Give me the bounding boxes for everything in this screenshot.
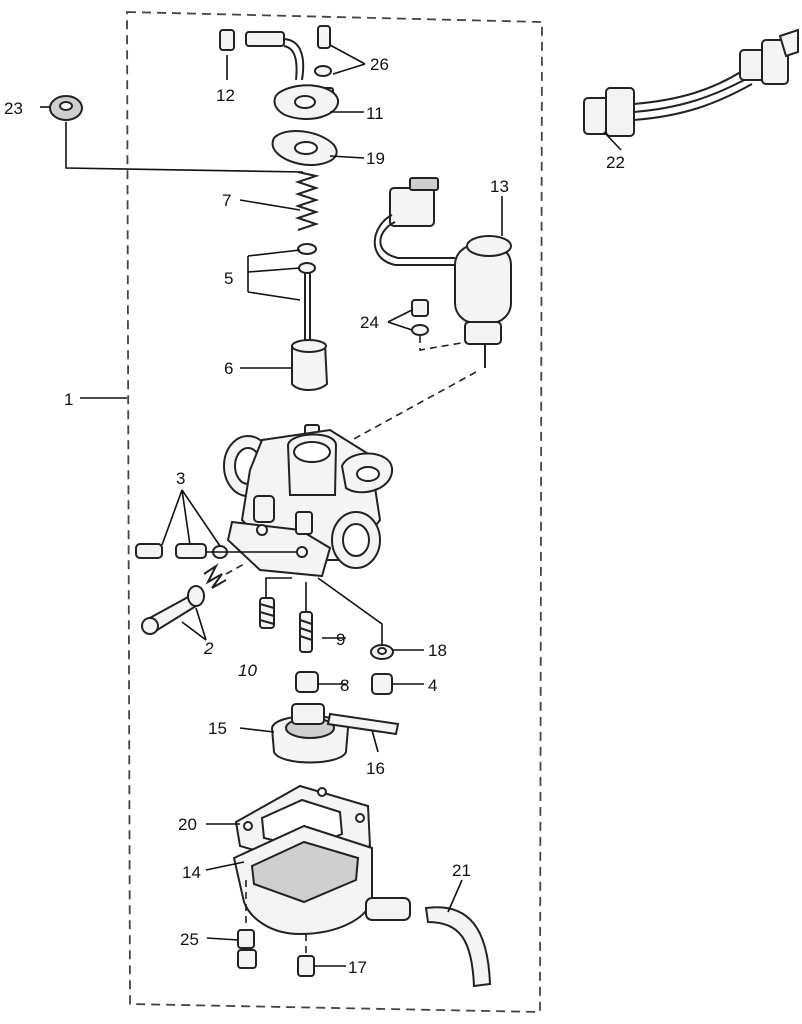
callout-4: 4 xyxy=(428,676,437,695)
callout-1: 1 xyxy=(64,390,73,409)
callout-24: 24 xyxy=(360,313,379,332)
callout-21: 21 xyxy=(452,861,471,880)
part-5-clips xyxy=(297,243,317,340)
callout-16: 16 xyxy=(366,759,385,778)
part-24-screw xyxy=(411,299,468,351)
callout-13: 13 xyxy=(490,177,509,196)
part-19-gasket xyxy=(271,130,338,166)
callout-22: 22 xyxy=(606,153,625,172)
part-16-float-pin xyxy=(326,712,400,736)
callout-25: 25 xyxy=(180,930,199,949)
callout-5: 5 xyxy=(224,269,233,288)
part-15-float xyxy=(270,703,350,764)
callout-8: 8 xyxy=(340,676,349,695)
assembly-frame xyxy=(126,11,543,1013)
part-22-wire-harness xyxy=(583,28,799,137)
part-18-washer xyxy=(317,577,394,660)
part-6-slide-valve xyxy=(291,339,329,391)
part-25-drain-screw xyxy=(237,880,257,969)
part-3-idle-screw xyxy=(135,543,296,559)
callout-3: 3 xyxy=(176,469,185,488)
part-21-drain-hose xyxy=(424,906,492,988)
callout-26: 26 xyxy=(370,55,389,74)
callout-15: 15 xyxy=(208,719,227,738)
choke-mount-dashline xyxy=(351,371,477,462)
part-carburetor-body xyxy=(223,428,394,578)
callout-19: 19 xyxy=(366,149,385,168)
part-26-screws xyxy=(314,25,334,101)
part-11-cover xyxy=(273,84,340,120)
callout-17: 17 xyxy=(348,958,367,977)
callout-6: 6 xyxy=(224,359,233,378)
part-tube-fitting xyxy=(245,31,305,81)
part-12-screw xyxy=(219,29,235,51)
leader-lines xyxy=(40,44,622,967)
callout-14: 14 xyxy=(182,863,201,882)
callout-10: 10 xyxy=(238,661,257,680)
part-9-main-jet xyxy=(299,582,313,653)
callout-12: 12 xyxy=(216,86,235,105)
callout-2: 2 xyxy=(203,639,214,658)
part-2-mixture-screw xyxy=(141,563,245,635)
part-17-screw xyxy=(297,934,315,977)
part-23-seal xyxy=(49,95,83,121)
part-7-spring xyxy=(294,171,320,231)
callout-7: 7 xyxy=(222,191,231,210)
callout-9: 9 xyxy=(336,630,345,649)
callout-18: 18 xyxy=(428,641,447,660)
part-4-plug xyxy=(371,673,393,695)
part-8-plug xyxy=(295,671,319,693)
callout-23: 23 xyxy=(4,99,23,118)
part-10-jet xyxy=(259,577,292,629)
part-14-float-bowl xyxy=(232,824,411,936)
callout-20: 20 xyxy=(178,815,197,834)
callout-11: 11 xyxy=(366,104,384,123)
part-13-auto-choke xyxy=(373,177,512,368)
